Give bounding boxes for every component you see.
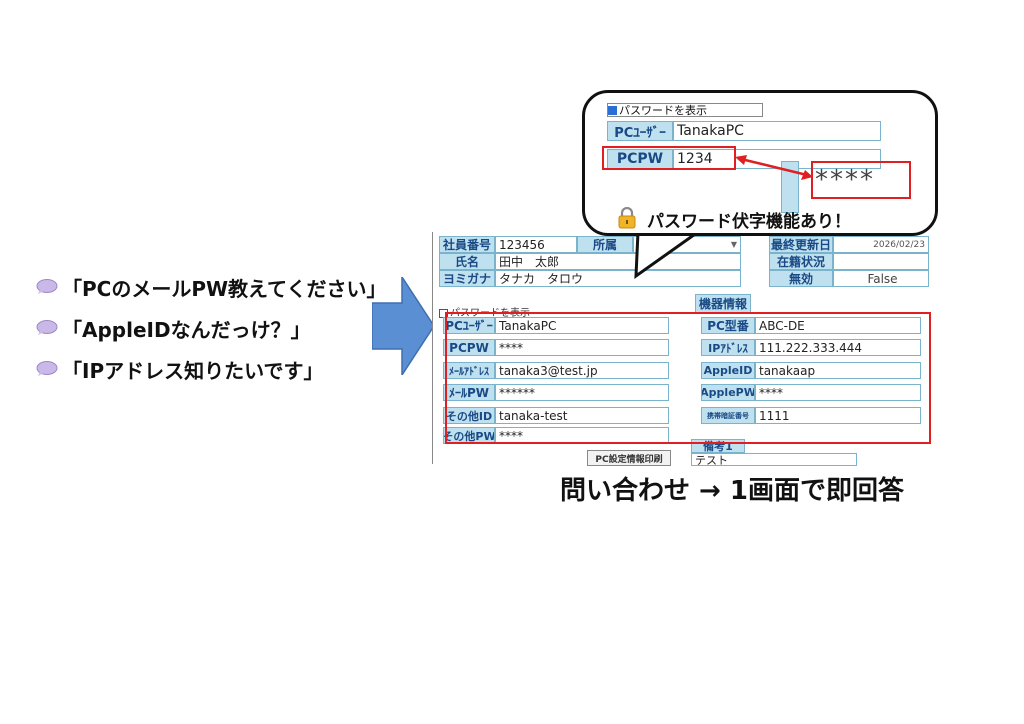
apple-id-label: AppleID bbox=[701, 362, 755, 379]
last-updated-label: 最終更新日 bbox=[769, 236, 833, 253]
apple-id-field[interactable]: tanakaap bbox=[755, 362, 921, 379]
status-label: 在籍状況 bbox=[769, 253, 833, 270]
last-updated-value: 2026/02/23 bbox=[833, 236, 929, 253]
mail-address-field[interactable]: tanaka3@test.jp bbox=[495, 362, 669, 379]
speech-bubble-icon bbox=[36, 361, 58, 376]
pcpw-field[interactable]: **** bbox=[495, 339, 669, 356]
emp-no-field[interactable]: 123456 bbox=[495, 236, 577, 253]
device-info-heading: 機器情報 bbox=[695, 294, 752, 313]
caption: 問い合わせ → 1画面で即回答 bbox=[560, 476, 904, 506]
invalid-value: False bbox=[833, 270, 929, 287]
callout-note: パスワード伏字機能あり！ bbox=[647, 212, 851, 232]
kana-field[interactable]: タナカ タロウ bbox=[495, 270, 741, 287]
emp-no-label: 社員番号 bbox=[439, 236, 495, 253]
callout-show-password-checkbox[interactable]: パスワードを表示 bbox=[607, 103, 763, 117]
status-field[interactable] bbox=[833, 253, 929, 270]
other-id-field[interactable]: tanaka-test bbox=[495, 407, 669, 424]
mail-address-label: ﾒｰﾙｱﾄﾞﾚｽ bbox=[443, 362, 495, 379]
callout-bubble: パスワードを表示 PCﾕｰｻﾞｰ TanakaPC PCPW 1234 ****… bbox=[582, 90, 938, 236]
masked-label-stub bbox=[781, 161, 799, 213]
name-field[interactable]: 田中 太郎 bbox=[495, 253, 741, 270]
pcpw-label: PCPW bbox=[443, 339, 495, 356]
callout-highlight-box bbox=[602, 146, 736, 170]
callout-show-password-label: パスワードを表示 bbox=[619, 104, 707, 117]
speech-bubble-icon bbox=[36, 320, 58, 335]
pc-model-label: PC型番 bbox=[701, 317, 755, 334]
checkbox-checked-icon bbox=[608, 105, 617, 115]
mail-pw-field[interactable]: ****** bbox=[495, 384, 669, 401]
print-pc-settings-button[interactable]: PC設定情報印刷 bbox=[587, 450, 671, 466]
lock-icon bbox=[618, 207, 636, 229]
pc-user-label: PCﾕｰｻﾞｰ bbox=[443, 317, 495, 334]
mail-pw-label: ﾒｰﾙPW bbox=[443, 384, 495, 401]
callout-pc-user-label: PCﾕｰｻﾞｰ bbox=[607, 121, 673, 141]
notes-field[interactable]: テスト bbox=[691, 453, 857, 466]
speech-bubble-icon bbox=[36, 279, 58, 294]
other-id-label: その他ID bbox=[443, 407, 495, 424]
mobile-pin-field[interactable]: 1111 bbox=[755, 407, 921, 424]
employee-form: 社員番号 123456 所属 ナ▼ 最終更新日 2026/02/23 氏名 田中… bbox=[432, 232, 933, 466]
masked-password-display: **** bbox=[811, 161, 911, 199]
bullet-text: 「IPアドレス知りたいです」 bbox=[62, 358, 324, 383]
highlight-box bbox=[445, 312, 931, 444]
ip-address-field[interactable]: 111.222.333.444 bbox=[755, 339, 921, 356]
callout-pc-user-field[interactable]: TanakaPC bbox=[673, 121, 881, 141]
bullet-item: 「IPアドレス知りたいです」 bbox=[36, 354, 324, 384]
right-arrow-icon bbox=[372, 277, 434, 375]
pc-user-field[interactable]: TanakaPC bbox=[495, 317, 669, 334]
invalid-label: 無効 bbox=[769, 270, 833, 287]
kana-label: ヨミガナ bbox=[439, 270, 495, 287]
name-label: 氏名 bbox=[439, 253, 495, 270]
mobile-pin-label: 携帯暗証番号 bbox=[701, 407, 755, 424]
apple-pw-label: ApplePW bbox=[701, 384, 755, 401]
chevron-down-icon: ▼ bbox=[730, 240, 737, 249]
bullet-item: 「AppleIDなんだっけ？」 bbox=[36, 313, 311, 343]
bullet-text: 「AppleIDなんだっけ？」 bbox=[62, 317, 311, 342]
callout-tail bbox=[634, 230, 699, 280]
pc-model-field[interactable]: ABC-DE bbox=[755, 317, 921, 334]
apple-pw-field[interactable]: **** bbox=[755, 384, 921, 401]
ip-address-label: IPｱﾄﾞﾚｽ bbox=[701, 339, 755, 356]
callout-pcpw-label: PCPW bbox=[607, 149, 673, 169]
dept-label: 所属 bbox=[577, 236, 633, 253]
double-arrow-icon bbox=[735, 155, 813, 180]
bullet-item: 「PCのメールPW教えてください」 bbox=[36, 272, 386, 302]
bullet-text: 「PCのメールPW教えてください」 bbox=[62, 276, 387, 301]
